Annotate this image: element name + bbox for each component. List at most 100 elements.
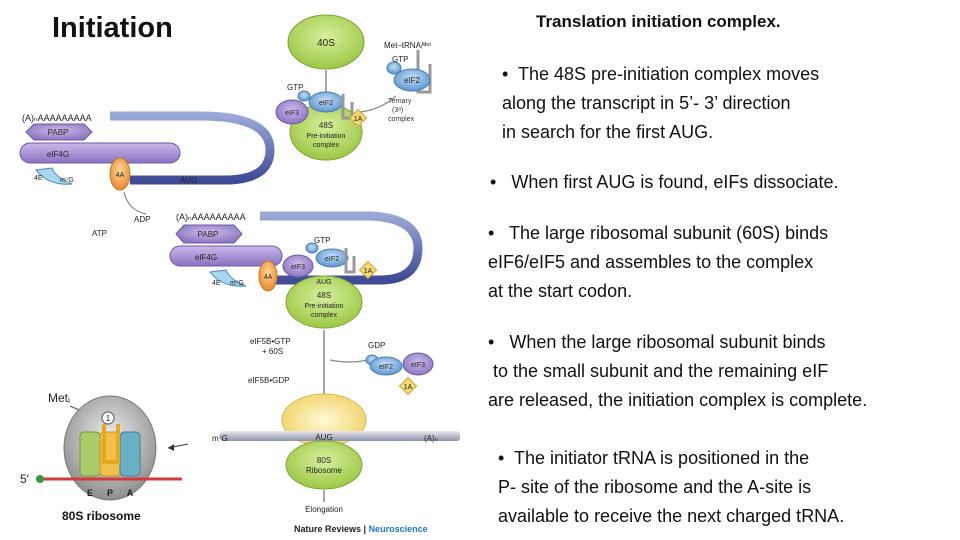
eif2-label-top: eIF2 (404, 76, 421, 85)
bullet-2-text-1: When first AUG is found, eIFs dissociate… (511, 172, 839, 192)
eif2-label-mid: eIF2 (319, 100, 333, 107)
1a-label-top: 1A (354, 116, 363, 123)
80s-label-1: 80S (317, 456, 331, 465)
bullet-1: • The 48S pre-initiation complex moves a… (502, 60, 819, 147)
credit-journal: Nature Reviews (294, 524, 362, 534)
48s-label-top-2: Pre-initiation (307, 133, 346, 140)
bullet-4: • When the large ribosomal subunit binds… (488, 328, 867, 415)
bullet-1-marker: • (502, 64, 509, 84)
bullet-4-line-2: to the small subunit and the remaining e… (493, 361, 829, 381)
bullet-3-line-3: at the start codon. (488, 281, 633, 301)
1a-factor-top (348, 108, 368, 128)
bullet-3-line-1: • The large ribosomal subunit (60S) bind… (488, 219, 828, 248)
40s-label: 40S (317, 38, 335, 49)
1a-label-2: 1A (364, 268, 373, 275)
bullet-1-line-3: in search for the first AUG. (502, 122, 714, 142)
4a-1 (109, 157, 131, 191)
mrna-loop-2 (260, 211, 423, 285)
polya-label-final: (A)ₙ (424, 434, 438, 443)
slide-title: Initiation (52, 12, 173, 44)
bullet-3-marker: • (488, 223, 495, 243)
bullet-1-line-1: • The 48S pre-initiation complex moves (502, 60, 819, 89)
eif4g-label-2: eIF4G (195, 253, 217, 262)
4a-label-1: 4A (116, 172, 125, 179)
m7g-label-2: m⁷G (230, 280, 244, 287)
gtp-label-2: GTP (314, 236, 330, 245)
gtp-label-mid: GTP (287, 83, 303, 92)
ternary-label-2: (3ᵃ) (392, 107, 403, 114)
m7g-label-1: m⁷G (60, 177, 74, 184)
4a-label-2: 4A (264, 274, 273, 281)
elongation-label: Elongation (305, 505, 343, 514)
atp-label: ATP (92, 229, 107, 238)
met-trna-label: Met–tRNAᵢᴹᵉᵗ (384, 41, 431, 50)
eif4g-label-1: eIF4G (47, 150, 69, 159)
atp-arrow (123, 191, 147, 215)
polya-label-1: (A)ₙAAAAAAAAA (22, 113, 92, 123)
bullet-1-text-1: The 48S pre-initiation complex moves (518, 64, 820, 84)
4e-2 (209, 269, 247, 287)
eif2-label-released: eIF2 (379, 364, 393, 371)
48s-label-top-3: complex (313, 142, 340, 149)
step-1-label: 1 (106, 414, 111, 423)
five-prime-dot (36, 475, 44, 483)
figure-credit: Nature Reviews | Neuroscience (294, 524, 428, 534)
aug-label-2: AUG (316, 279, 331, 286)
eif3-top (275, 99, 309, 125)
48s-complex-2 (285, 275, 363, 329)
48s-label-2-1: 48S (317, 291, 331, 300)
1a-label-released: 1A (404, 384, 413, 391)
credit-field: Neuroscience (368, 524, 428, 534)
step-1-marker (101, 411, 115, 425)
eif3-label-released: eIF3 (411, 362, 425, 369)
eif3-2 (282, 254, 314, 278)
eif2-2 (315, 248, 349, 268)
eif5b-gdp-label: eIF5B•GDP (248, 376, 289, 385)
4e-label-2: 4E (212, 280, 221, 287)
bullet-5: • The initiator tRNA is positioned in th… (498, 444, 844, 531)
bullet-1-line-2: along the transcript in 5’- 3’ direction (502, 93, 791, 113)
slide-subtitle: Translation initiation complex. (536, 12, 781, 31)
48s-label-2-2: Pre-initiation (305, 303, 344, 310)
1a-factor-2 (358, 260, 378, 280)
bullet-2: • When first AUG is found, eIFs dissocia… (490, 168, 838, 197)
met-label: Metᵢ (48, 391, 70, 405)
trna-2 (344, 248, 356, 274)
gtp-label-top: GTP (392, 55, 408, 64)
polya-label-2: (A)ₙAAAAAAAAA (176, 212, 246, 222)
bullet-2-line-1: • When first AUG is found, eIFs dissocia… (490, 168, 838, 197)
eif2-released (369, 356, 403, 376)
adp-label: ADP (134, 215, 150, 224)
bullet-3-text-1: The large ribosomal subunit (60S) binds (509, 223, 829, 243)
80s-ribosome (285, 440, 363, 490)
eif3-label-2: eIF3 (291, 264, 305, 271)
mrna-loop-1 (110, 111, 275, 185)
bullet-4-marker: • (488, 332, 495, 352)
ternary-label-1: Ternary (388, 98, 412, 105)
80s-label-2: Ribosome (306, 466, 343, 475)
e-site (79, 431, 101, 477)
bullet-3: • The large ribosomal subunit (60S) bind… (488, 219, 828, 306)
4a-2 (258, 260, 278, 292)
eif2-label-2: eIF2 (325, 256, 339, 263)
bullet-5-marker: • (498, 448, 505, 468)
eif4g-1 (19, 142, 181, 164)
48s-label-top-1: 48S (319, 121, 333, 130)
bullet-5-line-2: P- site of the ribosome and the A-site i… (498, 477, 812, 497)
initiator-trna (102, 424, 120, 464)
bullet-4-line-3: are released, the initiation complex is … (488, 390, 868, 410)
site-p-label: P (107, 488, 113, 498)
five-prime-label: 5′ (20, 472, 30, 486)
inset-arrowhead (168, 444, 174, 451)
eif5b-gtp-label-1: eIF5B•GTP (250, 337, 291, 346)
gtp-molecule-mid (297, 90, 311, 102)
pabp-2 (175, 224, 243, 244)
mrna-final (220, 431, 460, 441)
pabp-label-2: PABP (198, 230, 219, 239)
inset-title: 80S ribosome (62, 509, 141, 523)
bullet-5-line-1: • The initiator tRNA is positioned in th… (498, 444, 844, 473)
4e-1 (35, 167, 73, 185)
eif3-label-top: eIF3 (285, 110, 299, 117)
bullet-5-text-1: The initiator tRNA is positioned in the (514, 448, 810, 468)
gdp-label: GDP (368, 341, 385, 350)
